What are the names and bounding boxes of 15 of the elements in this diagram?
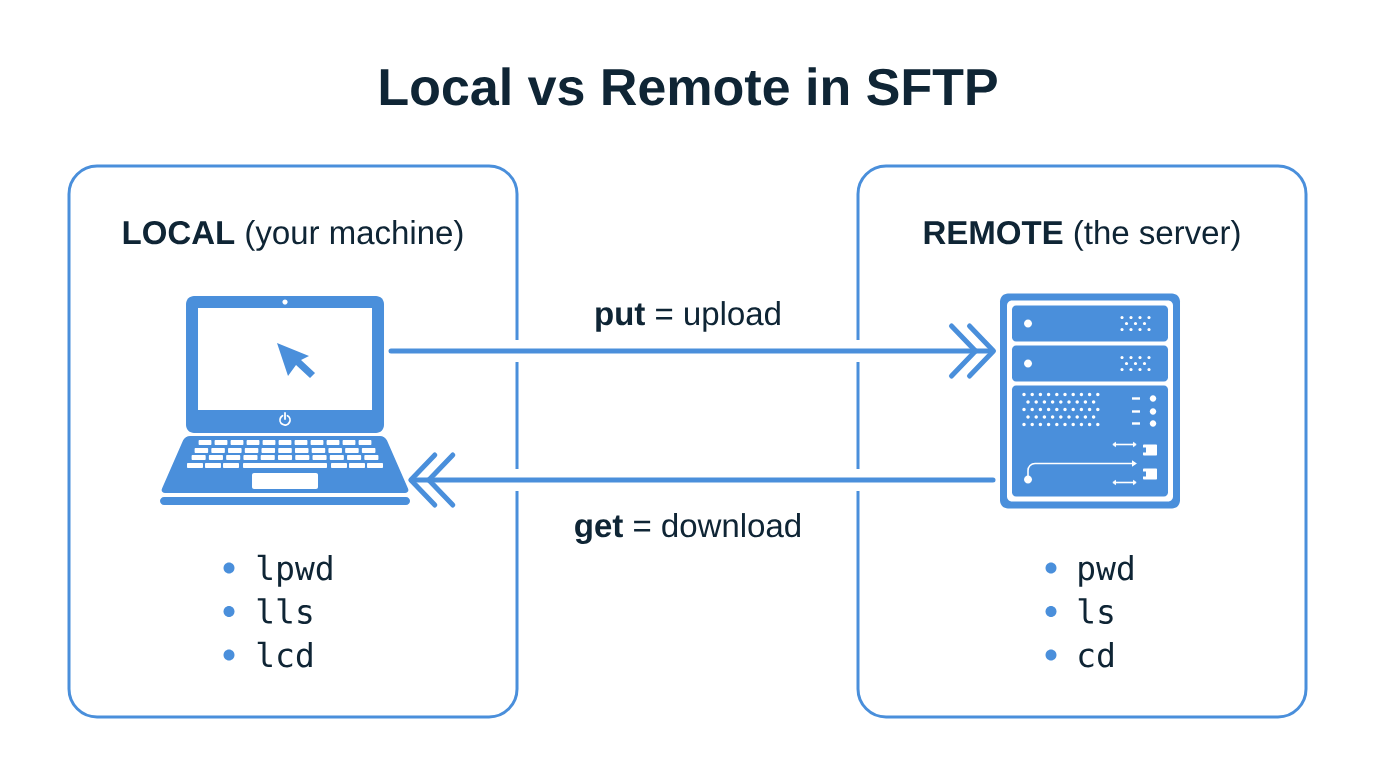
title: Local vs Remote in SFTP bbox=[380, 67, 997, 106]
panel-heading: REMOTE (the server) bbox=[924, 220, 1240, 251]
laptop-picture bbox=[160, 296, 410, 505]
server-picture bbox=[1000, 293, 1180, 509]
command-text: pwd bbox=[1079, 554, 1133, 587]
command-text: ls bbox=[1078, 598, 1113, 624]
command-text: lcd bbox=[257, 641, 312, 668]
command-text: lpwd bbox=[257, 554, 332, 587]
edge-label: put = upload bbox=[592, 299, 784, 334]
edge-label: get = download bbox=[571, 511, 805, 546]
arrow bbox=[408, 452, 996, 508]
panel-heading: LOCAL (your machine) bbox=[123, 220, 463, 251]
command-text: cd bbox=[1079, 641, 1113, 668]
arrow bbox=[388, 323, 996, 379]
command-text: lls bbox=[257, 598, 312, 624]
